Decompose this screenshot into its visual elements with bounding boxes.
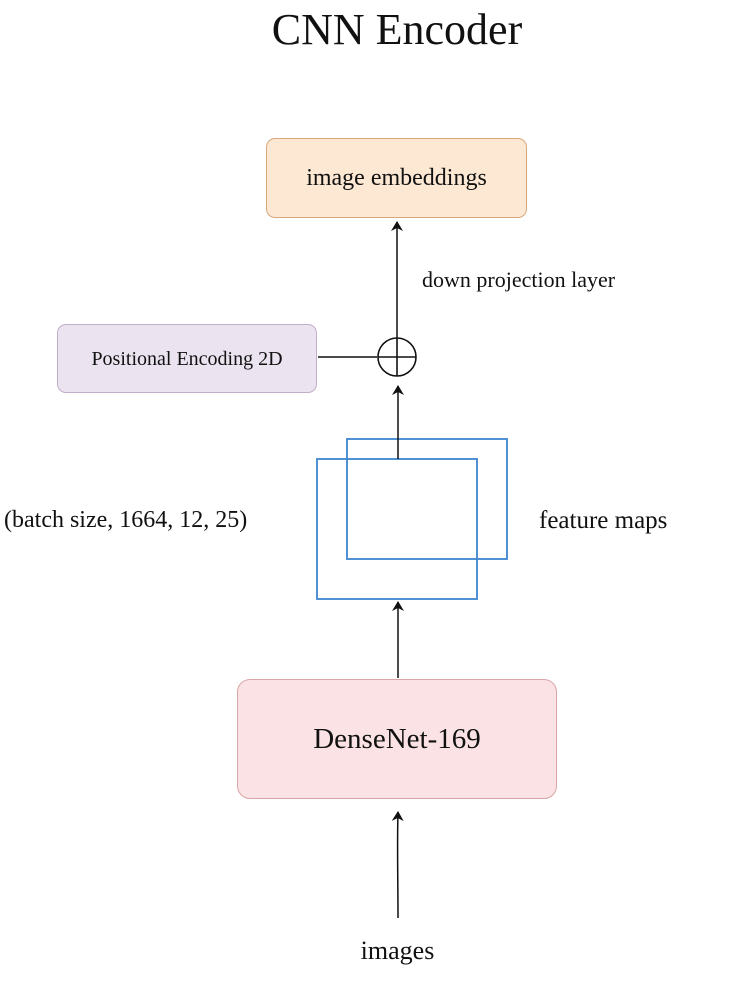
feature-map-back [346,438,508,560]
feature-shape-label: (batch size, 1664, 12, 25) [4,507,248,533]
image-embeddings-label: image embeddings [306,165,487,191]
densenet-label: DenseNet-169 [313,722,481,755]
positional-encoding-box: Positional Encoding 2D [57,324,317,393]
feature-map-front [316,458,478,600]
images-label: images [360,936,435,965]
add-operator-icon [377,337,417,377]
positional-encoding-label: Positional Encoding 2D [91,347,283,370]
feature-maps-label: feature maps [539,507,668,534]
image-embeddings-box: image embeddings [266,138,527,218]
down-projection-label: down projection layer [422,267,616,292]
densenet-box: DenseNet-169 [237,679,557,799]
diagram-title: CNN Encoder [271,5,523,54]
